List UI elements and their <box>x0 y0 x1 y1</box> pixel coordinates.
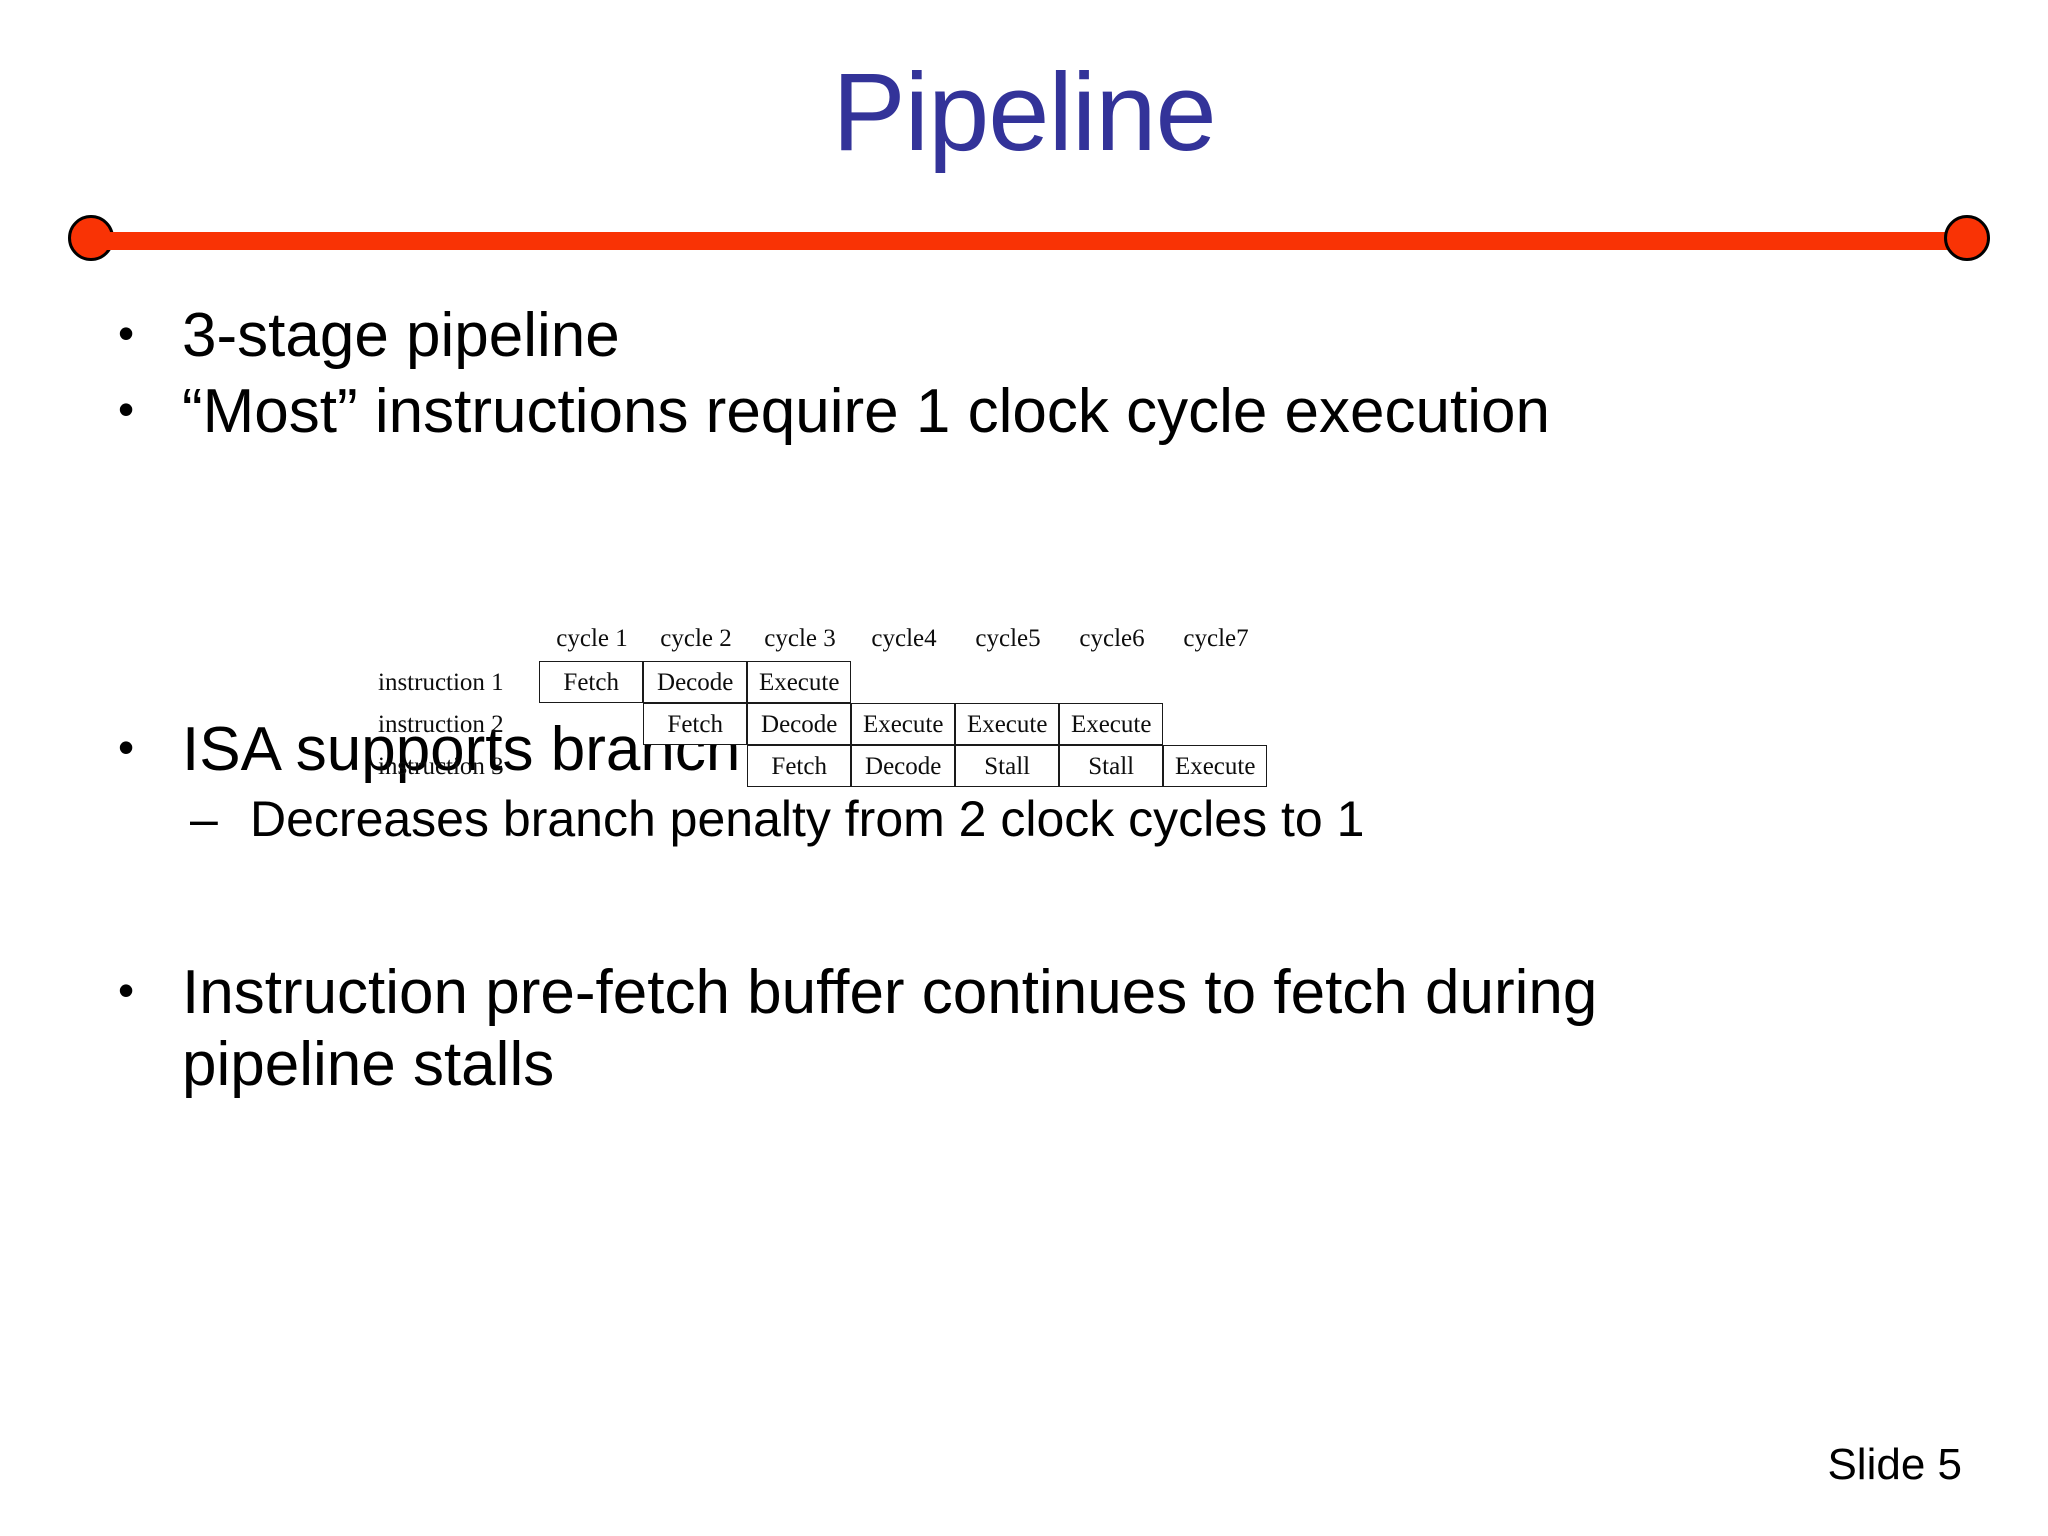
cycle-header: cycle 1 <box>556 625 628 652</box>
pipeline-stage-cell: Decode <box>851 745 956 788</box>
pipeline-stage-cell: Fetch <box>539 661 644 704</box>
pipeline-stage-cell: Decode <box>747 703 852 746</box>
page-title: Pipeline <box>832 51 1216 174</box>
divider-dot-right-icon <box>1944 215 1990 261</box>
bullet-marker-icon: • <box>118 307 135 359</box>
bullet-item: • Instruction pre-fetch buffer continues… <box>110 957 1970 1101</box>
instruction-row-label: instruction 3 <box>378 753 504 780</box>
cycle-header: cycle 3 <box>764 625 836 652</box>
bullet-text: Instruction pre-fetch buffer continues t… <box>182 957 1598 1099</box>
slide-number: Slide 5 <box>1827 1440 1962 1489</box>
sub-bullet-marker-icon: – <box>190 790 218 847</box>
bullet-item: • “Most” instructions require 1 clock cy… <box>110 376 1970 448</box>
pipeline-stage-cell: Fetch <box>747 745 852 788</box>
bullet-marker-icon: • <box>118 382 135 435</box>
instruction-row-label: instruction 2 <box>378 711 504 738</box>
pipeline-stage-cell: Execute <box>1059 703 1164 746</box>
pipeline-stage-cell: Fetch <box>643 703 748 746</box>
pipeline-stage-cell: Execute <box>851 703 956 746</box>
pipeline-diagram-grid: cycle 1 cycle 2 cycle 3 cycle4 cycle5 cycle6 c… <box>378 618 1302 813</box>
divider-line <box>90 232 1968 250</box>
cycle-header: cycle 2 <box>660 625 732 652</box>
bullet-marker-icon: • <box>118 963 135 1016</box>
pipeline-stage-cell: Stall <box>1059 745 1164 788</box>
sub-bullet-text: Decreases branch penalty from 2 clock cy… <box>250 790 1365 847</box>
spacer <box>110 452 1970 464</box>
pipeline-stage-cell: Execute <box>747 661 852 704</box>
bullet-text: “Most” instructions require 1 clock cycl… <box>182 376 1550 446</box>
bullet-text: 3-stage pipeline <box>182 301 620 370</box>
bullet-marker-icon: • <box>118 720 135 773</box>
sub-bullet-item: – Decreases branch penalty from 2 clock … <box>110 790 1970 849</box>
pipeline-stage-cell: Execute <box>1163 745 1268 788</box>
pipeline-stage-cell: Stall <box>955 745 1060 788</box>
instruction-row-label: instruction 1 <box>378 669 504 696</box>
title-divider <box>68 215 1990 267</box>
spacer <box>110 849 1970 957</box>
cycle-header: cycle4 <box>871 625 937 652</box>
pipeline-diagram: cycle 1 cycle 2 cycle 3 cycle4 cycle5 cycle6 c… <box>378 618 1302 813</box>
pipeline-stage-cell: Decode <box>643 661 748 704</box>
cycle-header: cycle6 <box>1079 625 1145 652</box>
pipeline-stage-cell: Execute <box>955 703 1060 746</box>
cycle-header: cycle5 <box>975 625 1041 652</box>
cycle-header: cycle7 <box>1183 625 1249 652</box>
bullet-item: • 3-stage pipeline <box>110 300 1970 372</box>
